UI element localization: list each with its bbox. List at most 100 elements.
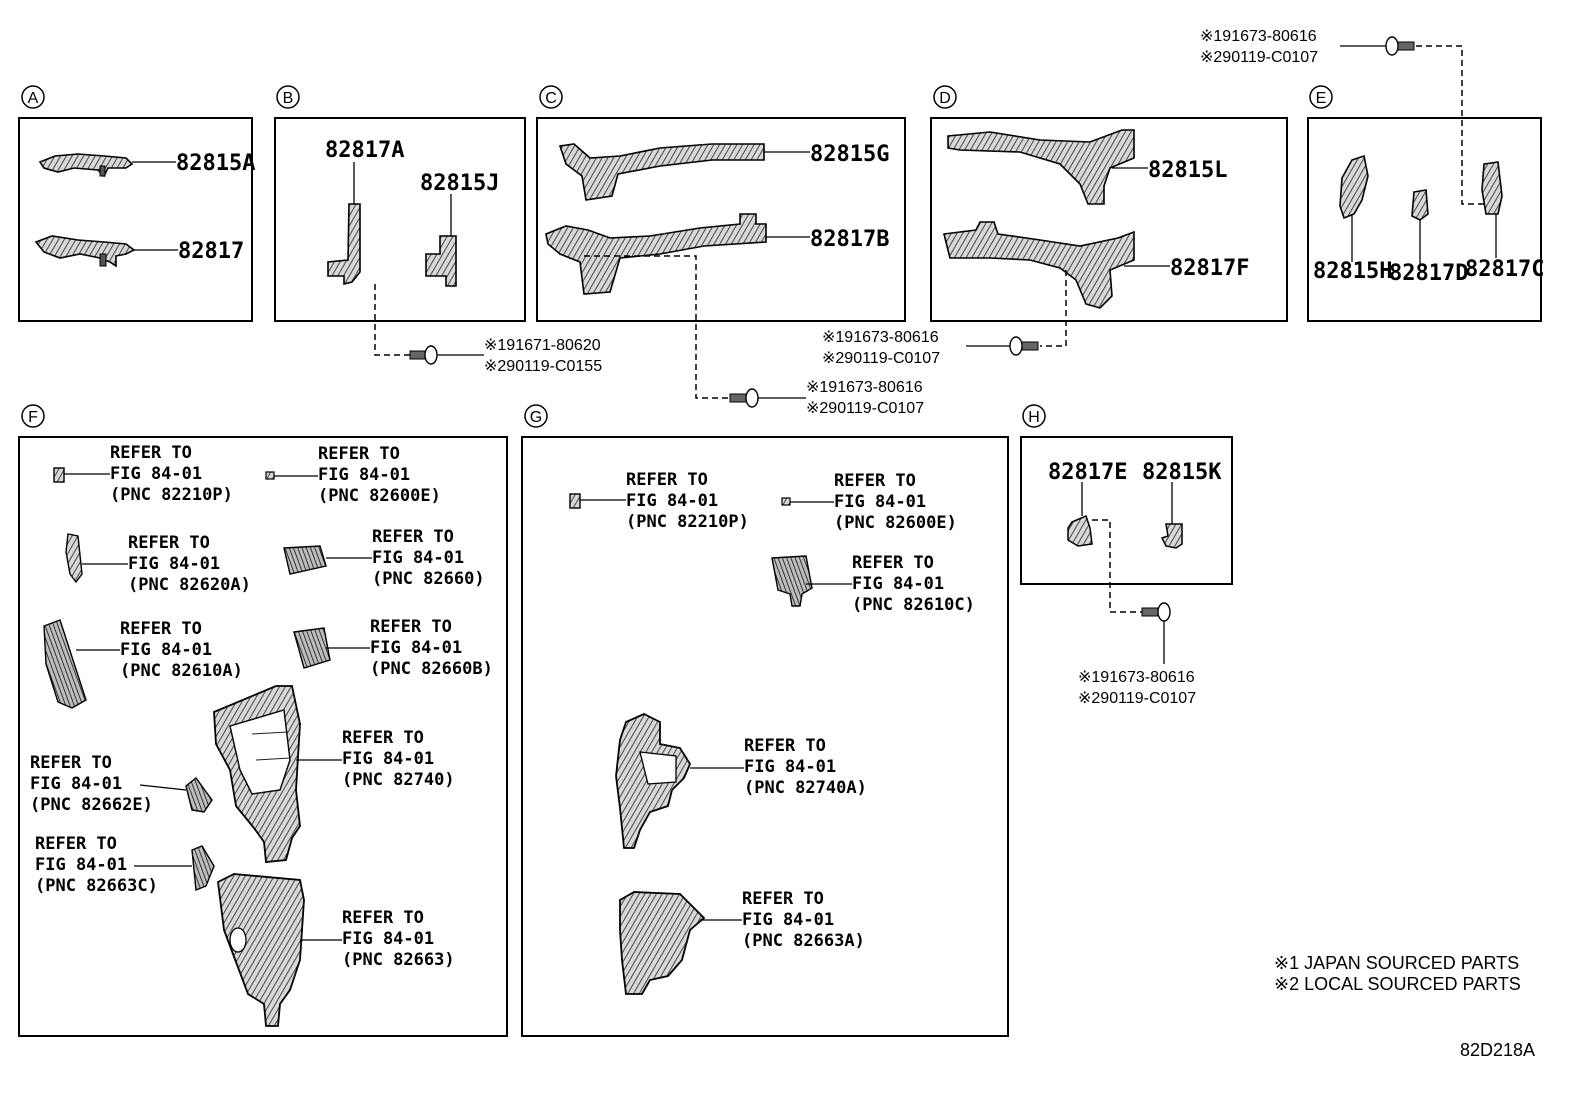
part-number-82815l: 82815L [1148,158,1227,183]
panel-f-box [18,436,508,1037]
part-82663-drawing [217,873,305,1027]
panel-e: 82815H 82817D 82817C [1313,45,1544,286]
part-82815g-drawing [558,143,765,201]
fastener-h: ※191673-80616 ※290119-C0107 [1078,602,1196,707]
svg-text:REFER TO: REFER TO [318,444,400,464]
fastener-b-line1: ※191671-80620 [484,337,601,354]
fastener-d: ※191673-80616 ※290119-C0107 [822,329,1039,367]
svg-text:E: E [1316,90,1327,107]
svg-text:REFER TO: REFER TO [35,834,117,854]
svg-text:REFER TO: REFER TO [120,619,202,639]
fastener-h-line1: ※191673-80616 [1078,669,1195,686]
panel-c-box [536,117,906,322]
svg-text:FIG 84-01: FIG 84-01 [744,757,836,777]
svg-text:REFER TO: REFER TO [852,553,934,573]
svg-text:REFER TO: REFER TO [30,753,112,773]
panel-a-box [18,117,253,322]
part-number-82815h: 82815H [1313,259,1392,284]
screw-icon [1385,36,1415,56]
figure-code: 82D218A [1460,1040,1535,1060]
panel-h-box [1020,436,1233,585]
refer-f-82740: REFER TO FIG 84-01 (PNC 82740) [342,728,455,790]
refer-g-82740a: REFER TO FIG 84-01 (PNC 82740A) [744,736,867,798]
fastener-h-line2: ※290119-C0107 [1078,690,1196,707]
svg-text:REFER TO: REFER TO [744,736,826,756]
svg-text:FIG 84-01: FIG 84-01 [852,574,944,594]
refer-f-82610a: REFER TO FIG 84-01 (PNC 82610A) [120,619,243,681]
panel-g-box [521,436,1009,1037]
svg-text:(PNC 82660): (PNC 82660) [372,569,485,589]
part-number-82815k: 82815K [1142,460,1222,485]
svg-text:FIG 84-01: FIG 84-01 [372,548,464,568]
svg-text:(PNC 82610A): (PNC 82610A) [120,661,243,681]
svg-text:REFER TO: REFER TO [834,471,916,491]
svg-text:FIG 84-01: FIG 84-01 [110,464,202,484]
svg-text:FIG 84-01: FIG 84-01 [35,855,127,875]
panel-label-d: D [933,85,957,109]
svg-text:FIG 84-01: FIG 84-01 [370,638,462,658]
svg-text:B: B [283,90,294,107]
refer-g-82663a: REFER TO FIG 84-01 (PNC 82663A) [742,889,865,951]
screw-icon [1009,336,1039,356]
svg-text:D: D [939,90,951,107]
refer-g-82600e: REFER TO FIG 84-01 (PNC 82600E) [834,471,957,533]
part-82663a-drawing [619,891,706,995]
panel-d-box [930,117,1288,322]
part-number-82817d: 82817D [1389,261,1468,286]
part-number-82817c: 82817C [1465,257,1544,282]
svg-text:REFER TO: REFER TO [128,533,210,553]
screw-icon [729,388,759,408]
part-number-82817: 82817 [178,239,244,264]
part-number-82817a: 82817A [325,138,404,163]
svg-text:(PNC 82740): (PNC 82740) [342,770,455,790]
fastener-d-line1: ※191673-80616 [822,329,939,346]
fastener-c-line1: ※191673-80616 [806,379,923,396]
part-number-82817e: 82817E [1048,460,1127,485]
part-82740-drawing [213,685,301,863]
svg-text:H: H [1028,409,1040,426]
fastener-c: ※191673-80616 ※290119-C0107 [729,379,924,417]
svg-text:(PNC 82663C): (PNC 82663C) [35,876,158,896]
refer-g-82610c: REFER TO FIG 84-01 (PNC 82610C) [852,553,975,615]
refer-f-82620a: REFER TO FIG 84-01 (PNC 82620A) [128,533,251,595]
screw-icon [1141,602,1171,622]
refer-f-82663c: REFER TO FIG 84-01 (PNC 82663C) [35,834,158,896]
screw-icon [409,345,438,365]
panel-label-g: G [524,404,548,428]
svg-text:(PNC 82663): (PNC 82663) [342,950,455,970]
panel-label-c: C [539,85,563,109]
refer-g-82210p: REFER TO FIG 84-01 (PNC 82210P) [626,470,749,532]
fastener-top: ※191673-80616 ※290119-C0107 [1200,28,1415,66]
refer-f-82210p: REFER TO FIG 84-01 (PNC 82210P) [110,443,233,505]
part-82740a-drawing [615,713,692,849]
svg-text:FIG 84-01: FIG 84-01 [30,774,122,794]
fastener-top-line1: ※191673-80616 [1200,28,1317,45]
part-number-82815g: 82815G [810,142,889,167]
panel-g: REFER TO FIG 84-01 (PNC 82210P) REFER TO… [569,470,975,995]
part-82817f-drawing [943,221,1135,309]
svg-text:(PNC 82210P): (PNC 82210P) [110,485,233,505]
panel-d: 82815L 82817F [943,129,1249,347]
panel-a: 82815A 82817 [34,151,255,268]
part-82817-drawing [34,235,136,268]
part-82817b-drawing [545,213,767,295]
panel-label-h: H [1022,404,1046,428]
part-82815j-drawing [425,235,457,287]
note-japan-sourced: ※1 JAPAN SOURCED PARTS [1274,953,1519,973]
fastener-top-line2: ※290119-C0107 [1200,49,1318,66]
part-number-82817f: 82817F [1170,256,1249,281]
svg-text:FIG 84-01: FIG 84-01 [128,554,220,574]
svg-text:C: C [545,90,557,107]
fastener-d-line2: ※290119-C0107 [822,350,940,367]
svg-text:FIG 84-01: FIG 84-01 [342,749,434,769]
panel-h: 82817E 82815K [1048,460,1222,613]
panel-c: 82815G 82817B [545,142,889,399]
part-82817e-drawing [1067,514,1093,547]
svg-text:FIG 84-01: FIG 84-01 [834,492,926,512]
part-number-82815a: 82815A [176,151,255,176]
svg-text:(PNC 82620A): (PNC 82620A) [128,575,251,595]
panel-label-e: E [1309,85,1333,109]
part-82817d-drawing [1411,189,1429,221]
refer-f-82600e: REFER TO FIG 84-01 (PNC 82600E) [318,444,441,506]
svg-text:REFER TO: REFER TO [626,470,708,490]
